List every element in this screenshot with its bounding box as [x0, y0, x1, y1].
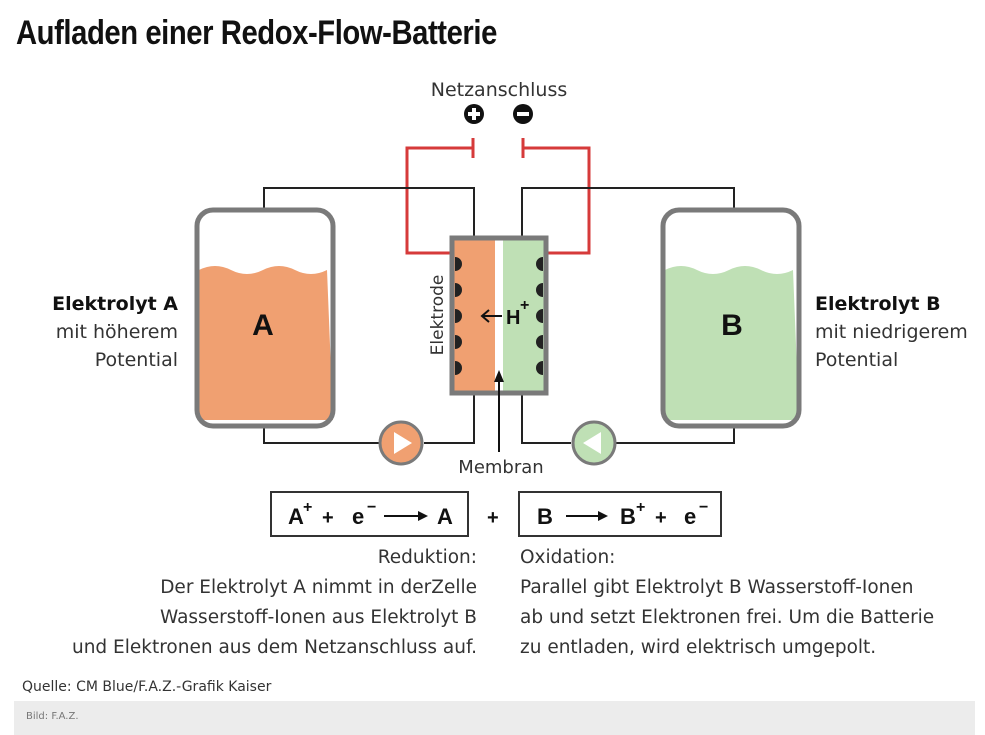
membrane-label: Membran	[458, 457, 543, 478]
reduction-line1: Der Elektrolyt A nimmt in derZelle	[160, 577, 477, 598]
tank-a-desc1: mit höherem	[55, 321, 178, 343]
tank-a-name: Elektrolyt A	[52, 293, 178, 315]
oxidation-equation-box	[518, 491, 722, 537]
oxidation-line1: Parallel gibt Elektrolyt B Wasserstoff-I…	[520, 577, 914, 598]
left-electrode	[455, 257, 462, 375]
eq-ox-product: B	[620, 504, 636, 529]
tank-b-letter: B	[721, 309, 743, 342]
reduction-arrow-icon	[384, 511, 428, 521]
eq-ox-b: B	[537, 504, 553, 529]
eq-red-e: e	[352, 504, 364, 529]
oxidation-line3: zu entladen, wird elektrisch umgepolt.	[520, 637, 877, 658]
eq-red-a-charge: +	[303, 499, 312, 516]
right-electrode	[536, 257, 543, 375]
membrane-pointer-arrow	[494, 370, 504, 452]
eq-ox-b-charge: +	[636, 499, 645, 516]
pipes	[263, 187, 735, 444]
oxidation-line2: ab und setzt Elektronen frei. Um die Bat…	[520, 607, 935, 628]
reduction-line2: Wasserstoff-Ionen aus Elektrolyt B	[159, 607, 477, 628]
page-title: Aufladen einer Redox-Flow-Batterie	[16, 14, 497, 52]
plus-terminal-icon	[464, 104, 484, 124]
tank-a-label: Elektrolyt A mit höherem Potential	[52, 290, 178, 374]
tank-b-desc2: Potential	[815, 349, 899, 371]
grid-wires	[405, 138, 591, 255]
pump-a-icon	[378, 420, 424, 466]
tank-b	[660, 207, 802, 429]
tank-b-name: Elektrolyt B	[815, 293, 941, 315]
tank-b-desc1: mit niedrigerem	[815, 321, 968, 343]
tank-a-desc2: Potential	[94, 349, 178, 371]
tank-b-label: Elektrolyt B mit niedrigerem Potential	[815, 290, 968, 374]
eq-red-plus: +	[322, 507, 334, 529]
cell	[449, 235, 549, 452]
eq-red-a: A	[288, 504, 304, 529]
eq-red-e-charge: −	[367, 499, 376, 516]
oxidation-arrow-icon	[566, 511, 608, 521]
eq-ox-plus: +	[655, 507, 667, 529]
image-credit-bar: Bild: F.A.Z.	[14, 701, 975, 735]
reduction-equation-box	[270, 491, 469, 537]
reduction-caption: Reduktion: Der Elektrolyt A nimmt in der…	[72, 543, 477, 663]
reduction-line3: und Elektronen aus dem Netzanschluss auf…	[71, 637, 477, 658]
eq-ox-e-charge: −	[699, 499, 708, 516]
pump-b-icon	[571, 420, 617, 466]
electrode-label: Elektrode	[428, 275, 448, 356]
eq-red-product: A	[437, 504, 453, 529]
reduction-heading: Reduktion:	[377, 547, 477, 568]
tank-a	[194, 207, 336, 429]
grid-label: Netzanschluss	[431, 79, 568, 101]
image-credit: Bild: F.A.Z.	[26, 711, 79, 722]
minus-terminal-icon	[513, 104, 533, 124]
tank-a-letter: A	[252, 309, 274, 342]
ion-charge: +	[520, 297, 529, 314]
ion-arrow-icon	[480, 309, 502, 323]
oxidation-caption: Oxidation: Parallel gibt Elektrolyt B Wa…	[520, 543, 934, 663]
eq-joiner: +	[487, 507, 499, 529]
ion-label: H	[506, 307, 520, 329]
source-note: Quelle: CM Blue/F.A.Z.-Grafik Kaiser	[22, 679, 272, 695]
eq-ox-e: e	[684, 504, 696, 529]
oxidation-heading: Oxidation:	[520, 547, 616, 568]
